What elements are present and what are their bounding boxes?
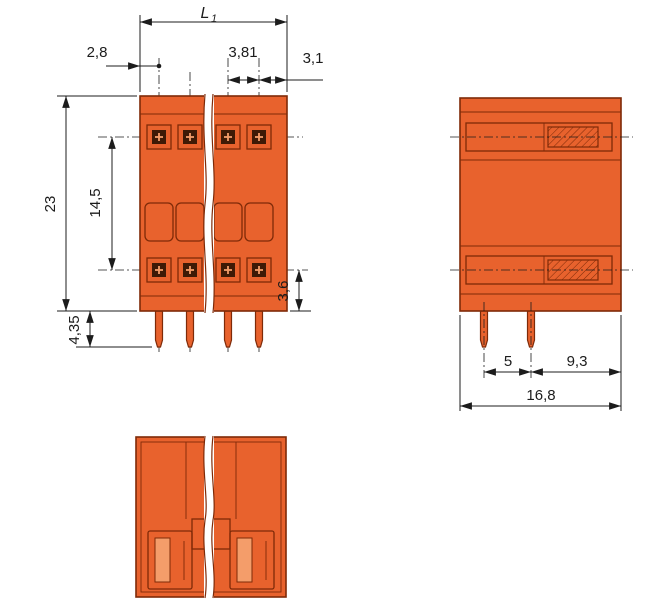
- plug-opening-left: [147, 530, 193, 590]
- break-line: [211, 435, 215, 599]
- contact-blade-left: [154, 537, 171, 583]
- dim-pin-row-distance: 5: [484, 353, 531, 376]
- solder-pin: [223, 310, 233, 348]
- dim-2-8-terminus-dot: [156, 63, 162, 69]
- dim-pin-length: 4,35: [66, 311, 152, 348]
- dim-left-margin: 2,8: [87, 44, 162, 70]
- dim-3-1-label: 3,1: [303, 50, 324, 67]
- dim-l1-subscript: 1: [211, 13, 217, 25]
- bottom-break: [203, 434, 215, 600]
- front-pins: [154, 310, 264, 348]
- dim-lower-row-offset: 3,6: [275, 270, 311, 312]
- front-view: L 1 2,8 3,81 3,1 23: [42, 5, 323, 352]
- dim-14-5-label: 14,5: [87, 188, 104, 217]
- dim-3-81-label: 3,81: [228, 44, 257, 61]
- dim-3-6-label: 3,6: [275, 281, 292, 302]
- front-break: [203, 93, 215, 314]
- solder-pin: [154, 310, 164, 348]
- dim-right-margin: 3,1: [259, 50, 324, 84]
- contact-blade-right: [236, 537, 253, 583]
- solder-pin: [185, 310, 195, 348]
- dim-height: 23: [42, 95, 137, 312]
- break-line: [203, 93, 207, 314]
- plug-opening-right: [229, 530, 275, 590]
- dim-23-label: 23: [42, 196, 59, 213]
- dim-l1-label: L: [201, 5, 210, 22]
- dim-pin-to-back: 9,3: [531, 353, 621, 376]
- dim-16-8-label: 16,8: [526, 387, 555, 404]
- break-line: [211, 93, 215, 314]
- dim-9-3-label: 9,3: [567, 353, 588, 370]
- dim-pitch: 3,81: [228, 44, 259, 84]
- side-view: 5 9,3 16,8: [450, 97, 633, 411]
- dim-depth: 16,8: [459, 315, 622, 411]
- dim-2-8-label: 2,8: [87, 44, 108, 61]
- bottom-view: [135, 434, 287, 600]
- dim-total-length: L 1: [139, 5, 288, 92]
- dim-5-label: 5: [504, 353, 512, 370]
- break-gap: [204, 93, 214, 314]
- side-pins: [479, 310, 536, 348]
- dim-4-35-label: 4,35: [66, 315, 83, 344]
- break-line: [203, 435, 207, 599]
- side-centerlines: [450, 136, 633, 378]
- break-gap: [204, 434, 214, 600]
- dim-row-spacing: 14,5: [87, 137, 116, 270]
- solder-pin: [254, 310, 264, 348]
